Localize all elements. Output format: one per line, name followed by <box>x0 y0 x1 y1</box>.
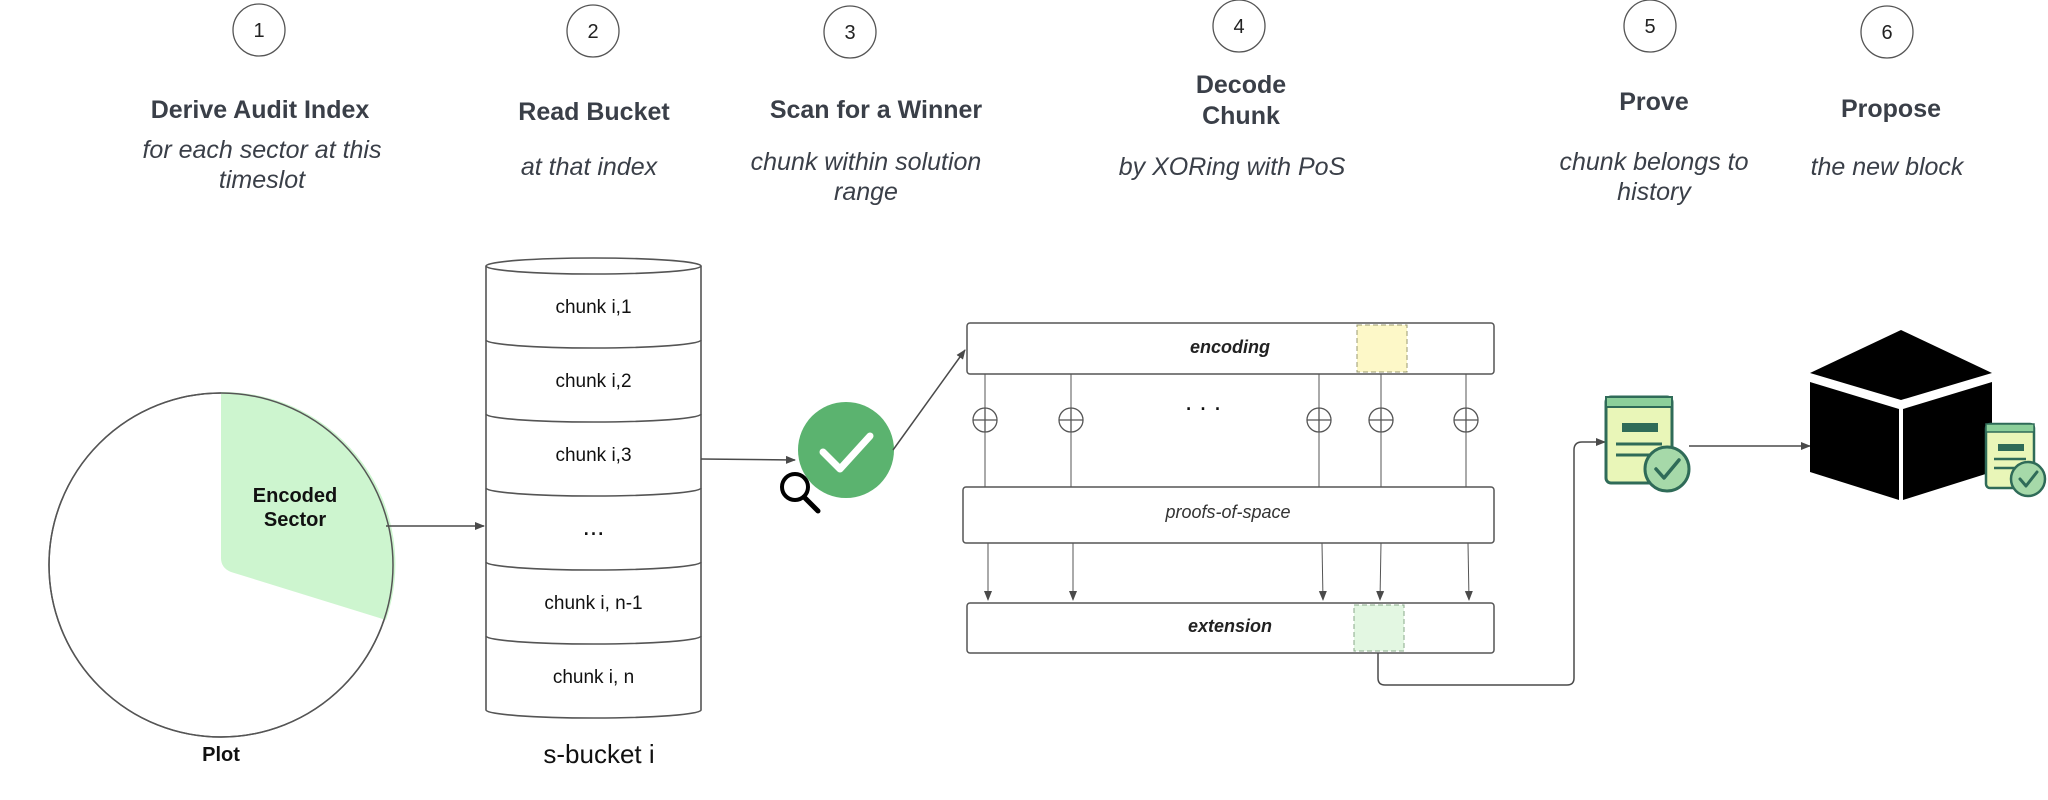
block-cube-icon <box>1810 330 1992 500</box>
encoded-sector <box>221 391 396 620</box>
xor-icon <box>1306 407 1332 433</box>
arrow-bucket-to-winner <box>700 455 796 464</box>
step-number: 4 <box>1233 16 1244 38</box>
step-number-circle <box>1623 0 1677 53</box>
bucket-stack: chunk i,1 chunk i,2 chunk i,3... chunk i, n… <box>485 257 702 719</box>
step-subtitle-line: for each sector at this <box>142 136 381 164</box>
pos-to-extension-arrows <box>984 542 1473 601</box>
step-subtitle-line: the new block <box>1811 153 1965 181</box>
bucket-label: s-bucket i <box>543 739 654 769</box>
step-subtitle-line: at that index <box>521 153 659 181</box>
plot: Encoded Sector Plot <box>48 391 396 766</box>
sector-label-line: Sector <box>264 509 326 531</box>
step-number: 3 <box>844 22 855 44</box>
step-title-line: Chunk <box>1202 102 1280 130</box>
decode-block: encoding . . . proofs-of- <box>962 322 1495 654</box>
extension-highlight <box>1353 604 1405 652</box>
step-3: 3 Scan for a Winner chunk within solutio… <box>751 5 983 206</box>
bucket-top <box>485 257 702 275</box>
check-circle-icon <box>798 402 894 498</box>
xor-connectors <box>984 374 1467 487</box>
encoding-highlight <box>1356 324 1408 373</box>
step-number-circle <box>566 4 620 58</box>
bucket-chunk: chunk i, n <box>553 667 634 688</box>
encoding-label: encoding <box>1190 337 1270 357</box>
step-number: 1 <box>253 20 264 42</box>
chunk-divider <box>485 339 702 349</box>
step-1: 1 Derive Audit Index for each sector at … <box>142 3 382 194</box>
bucket-chunk: ... <box>583 511 605 541</box>
sector-label-line: Encoded <box>253 485 337 507</box>
step-4: 4 Decode Chunk by XORing with PoS <box>1119 0 1346 181</box>
step-subtitle-line: range <box>834 178 898 206</box>
step-number-circle <box>232 3 286 57</box>
chunk-divider <box>485 561 702 571</box>
pos-bar <box>962 486 1495 544</box>
step-title: Derive Audit Index <box>151 96 370 124</box>
plot-label: Plot <box>202 744 240 766</box>
bucket-body <box>485 266 702 719</box>
step-subtitle-line: chunk within solution <box>751 148 982 176</box>
step-title-line: Decode <box>1196 71 1286 99</box>
step-subtitle-line: history <box>1617 178 1692 206</box>
extension-label: extension <box>1188 616 1272 636</box>
arrow-extension-to-proof <box>1377 438 1606 686</box>
xor-ellipsis: . . . <box>1185 386 1221 416</box>
step-number-circle <box>1860 5 1914 59</box>
step-number-circle <box>823 5 877 59</box>
step-2: 2 Read Bucket at that index <box>518 4 670 181</box>
chunk-divider <box>485 487 702 497</box>
step-title: Read Bucket <box>518 98 670 126</box>
bucket-chunk: chunk i,3 <box>555 445 631 466</box>
certificate-icon <box>1984 422 2047 498</box>
step-number: 6 <box>1881 22 1892 44</box>
xor-icon <box>1368 407 1394 433</box>
pos-label: proofs-of-space <box>1164 502 1290 522</box>
xor-icon <box>1453 407 1479 433</box>
xor-icon <box>1058 407 1084 433</box>
magnifier-icon <box>780 472 821 514</box>
chunk-divider <box>485 413 702 423</box>
step-subtitle-line: by XORing with PoS <box>1119 153 1346 181</box>
bucket-chunk: chunk i,1 <box>555 297 631 318</box>
step-subtitle-line: timeslot <box>219 166 306 194</box>
step-5: 5 Prove chunk belongs to history <box>1559 0 1749 206</box>
chunk-divider <box>485 635 702 645</box>
certificate-icon <box>1604 395 1691 493</box>
s-bucket: chunk i,1 chunk i,2 chunk i,3... chunk i, n… <box>485 257 702 769</box>
xor-icon <box>972 407 998 433</box>
step-6: 6 Propose the new block <box>1811 5 1965 181</box>
step-number: 2 <box>587 21 598 43</box>
bucket-chunk: chunk i, n-1 <box>544 593 642 614</box>
step-number-circle <box>1212 0 1266 53</box>
step-number: 5 <box>1644 16 1655 38</box>
arrow-winner-to-encoding <box>892 349 966 451</box>
step-title: Prove <box>1619 88 1689 116</box>
step-subtitle-line: chunk belongs to <box>1559 148 1748 176</box>
bucket-chunk: chunk i,2 <box>555 371 631 392</box>
step-title: Scan for a Winner <box>770 96 983 124</box>
step-title: Propose <box>1841 95 1941 123</box>
